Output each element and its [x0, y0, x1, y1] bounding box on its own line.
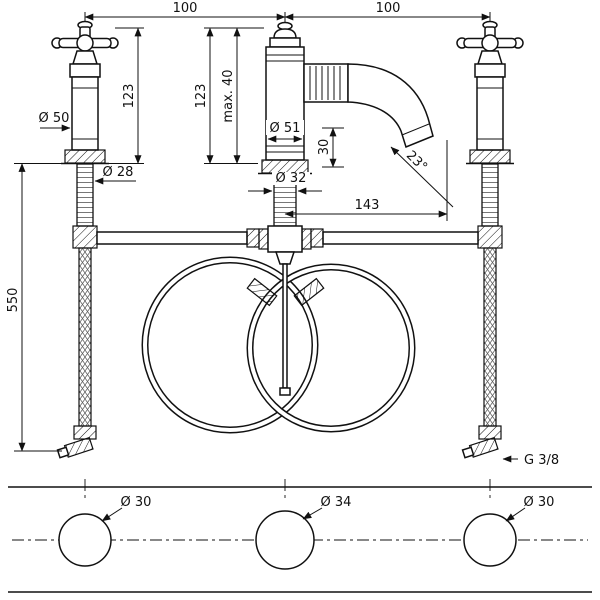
- dim-spout-shank-diameter-label: Ø 32: [276, 171, 307, 186]
- mounting-hole-right: [463, 513, 517, 567]
- tee-fitting: [258, 225, 312, 265]
- valve-shank: [76, 163, 94, 227]
- dim-handle-diameter-label: Ø 50: [39, 111, 70, 126]
- dim-outlet-drop-label: 30: [317, 139, 332, 156]
- dim-spout-height-label: 123: [194, 84, 209, 109]
- valve-connection-nut: [72, 225, 98, 249]
- dimension-diameters: Ø 50 Ø 28 Ø 51 Ø 32: [39, 111, 322, 195]
- hose-coil-right: [246, 263, 416, 433]
- mounting-hole-left: [58, 513, 112, 567]
- mounting-hole-center: [255, 510, 315, 570]
- handle-hub: [76, 34, 94, 52]
- deck-section: Ø 30 Ø 34 Ø 30: [8, 479, 592, 593]
- dim-spacing-right-label: 100: [376, 1, 401, 16]
- aerator-band: [401, 123, 430, 136]
- dim-handle-height-label: 123: [122, 84, 137, 109]
- coil-connector-right: [293, 277, 325, 307]
- dim-spout-body-diameter-label: Ø 51: [270, 121, 301, 136]
- supply-pipe-left: [96, 228, 260, 248]
- dim-hose-length-label: 550: [6, 288, 21, 313]
- hole-left-diameter-label: Ø 30: [121, 495, 152, 510]
- supply-pipe-right: [310, 228, 479, 248]
- lift-rod: [279, 263, 291, 396]
- supply-hose: [78, 247, 92, 427]
- dim-max-deck-label: max. 40: [221, 69, 236, 122]
- dim-spout-reach-label: 143: [355, 198, 380, 213]
- dimension-spout-geometry: 30 23° 143: [284, 127, 454, 221]
- dim-thread-label: G 3/8: [524, 453, 559, 468]
- coil-connector-left: [246, 277, 278, 307]
- hole-right-diameter-label: Ø 30: [524, 495, 555, 510]
- dimension-heights: 123 123 max. 40: [109, 27, 264, 164]
- valve-flange: [64, 149, 106, 164]
- spout-column: [265, 46, 305, 161]
- spout-arm: [303, 63, 349, 103]
- dim-valve-shank-diameter-label: Ø 28: [103, 165, 134, 180]
- valve-body: [71, 76, 99, 151]
- dim-spout-angle-label: 23°: [403, 148, 430, 175]
- dimension-hose: 550 G 3/8: [6, 163, 559, 468]
- left-valve-assembly: [51, 20, 119, 459]
- dimension-spacing: 100 100: [84, 1, 491, 22]
- dim-spacing-left-label: 100: [173, 1, 198, 16]
- hose-end-fitting: [56, 436, 94, 459]
- spout-curve: [347, 63, 434, 149]
- hole-center-diameter-label: Ø 34: [321, 495, 352, 510]
- hose-coil-left: [141, 256, 319, 434]
